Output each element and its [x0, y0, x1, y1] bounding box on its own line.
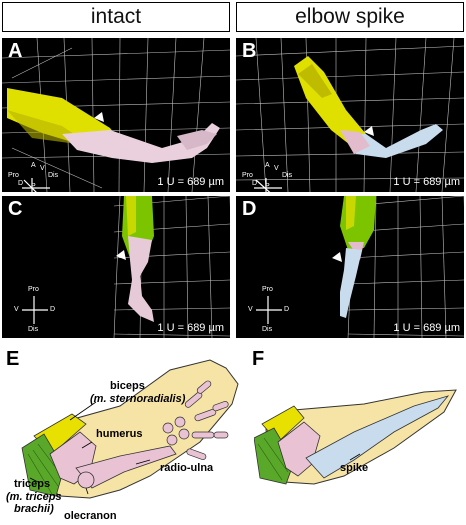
- panel-d: D Pro V D Dis 1 U = 689 µm: [236, 196, 464, 338]
- panel-c-axis-cross: [22, 296, 48, 324]
- panel-d-render: [236, 196, 464, 338]
- panel-d-spike: [340, 248, 362, 318]
- panel-d-axis-v: V: [248, 306, 253, 313]
- panel-e-biceps-label: biceps: [110, 380, 145, 392]
- panel-d-label: D: [242, 198, 256, 221]
- panel-a-label: A: [8, 40, 22, 63]
- panel-d-muscle: [340, 196, 376, 250]
- panel-c-scale: 1 U = 689 µm: [157, 322, 224, 334]
- panel-b: B A V Pro Dis D P 1 U = 689 µm: [236, 38, 464, 192]
- panel-d-axis-pro: Pro: [262, 286, 273, 293]
- panel-e-olecranon-label: olecranon: [64, 510, 117, 522]
- panel-a-axis-d: D: [18, 180, 23, 187]
- panel-a-axis-v: V: [40, 165, 45, 172]
- panel-e-triceps-label: triceps: [14, 478, 50, 490]
- panel-b-axis-a: A: [265, 162, 270, 169]
- panel-b-axis-p: P: [265, 183, 270, 190]
- panel-d-axis-cross: [256, 296, 282, 324]
- panel-a-axis-a: A: [31, 162, 36, 169]
- panel-a-axis-dis: Dis: [48, 172, 58, 179]
- panel-e-olecranon: [78, 472, 94, 488]
- panel-b-scale: 1 U = 689 µm: [393, 176, 460, 188]
- panel-b-label: B: [242, 40, 256, 63]
- panel-e-radio-ulna-label: radio-ulna: [160, 462, 213, 474]
- panel-c: C Pro V D Dis 1 U = 689 µm: [2, 196, 230, 338]
- panel-d-scale: 1 U = 689 µm: [393, 322, 460, 334]
- panel-b-axis-d: D: [252, 180, 257, 187]
- header-elbow-spike: elbow spike: [236, 2, 464, 32]
- panel-c-axis-dis: Dis: [28, 326, 38, 333]
- panel-a-axis-p: P: [31, 183, 36, 190]
- panel-d-arrowhead: [332, 252, 342, 262]
- panel-b-axis-v: V: [274, 165, 279, 172]
- panel-b-render: [236, 38, 464, 192]
- panel-e-triceps-latin2: brachii): [14, 503, 54, 515]
- panel-f-spike-label: spike: [340, 462, 368, 474]
- panel-a-axis-pro: Pro: [8, 172, 19, 179]
- panel-c-axis-pro: Pro: [28, 286, 39, 293]
- panel-e-biceps-latin: (m. sternoradialis): [90, 393, 185, 405]
- panel-d-axis-d: D: [284, 306, 289, 313]
- header-intact: intact: [2, 2, 230, 32]
- panel-d-axis-dis: Dis: [262, 326, 272, 333]
- panel-b-axis-pro: Pro: [242, 172, 253, 179]
- panel-c-axis-d: D: [50, 306, 55, 313]
- panel-e-humerus-label: humerus: [96, 428, 142, 440]
- panel-a: A A V Pro Dis D P 1 U = 689 µm: [2, 38, 230, 192]
- panel-a-axis-cross: [22, 178, 50, 192]
- panel-a-render: [2, 38, 230, 192]
- panel-c-render: [2, 196, 230, 338]
- panel-c-axis-v: V: [14, 306, 19, 313]
- panel-f-label: F: [252, 348, 264, 371]
- panel-b-axis-dis: Dis: [282, 172, 292, 179]
- panel-c-label: C: [8, 198, 22, 221]
- panel-e-triceps-latin1: (m. triceps: [6, 491, 62, 503]
- panel-f-schematic: [254, 372, 464, 507]
- panel-a-scale: 1 U = 689 µm: [157, 176, 224, 188]
